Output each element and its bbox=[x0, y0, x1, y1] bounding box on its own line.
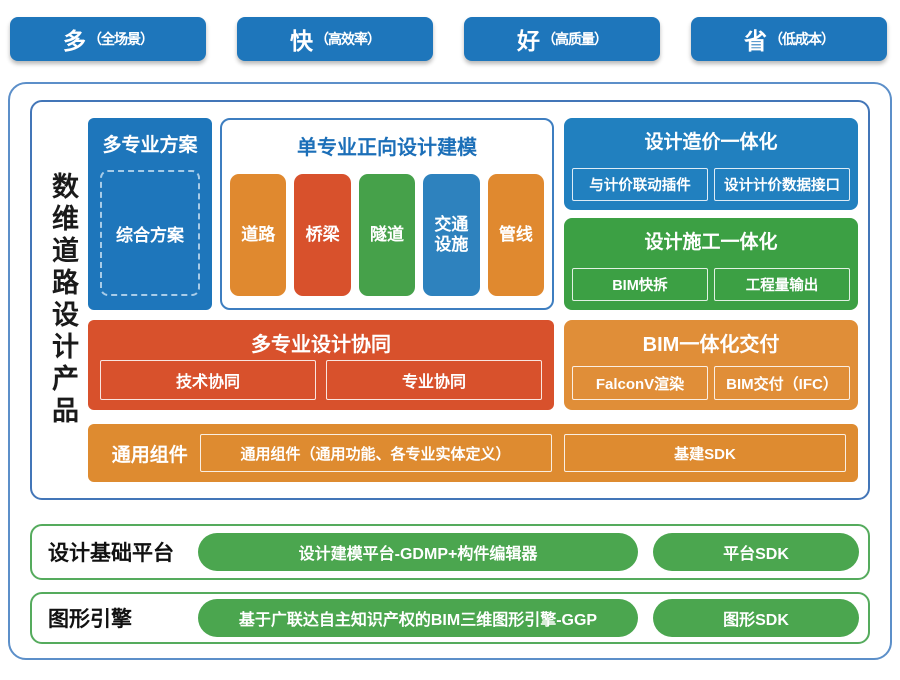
construction-integration-items: BIM快拆 工程量输出 bbox=[572, 268, 850, 301]
collaboration-items: 技术协同 专业协同 bbox=[100, 360, 542, 400]
graphics-sdk-pill: 图形SDK bbox=[653, 599, 859, 637]
badge-main-text: 好 bbox=[517, 28, 540, 54]
discipline-chip-row: 道路 桥梁 隧道 交通设施 管线 bbox=[230, 174, 545, 296]
chip-tunnel: 隧道 bbox=[358, 174, 416, 296]
badge-high-efficiency: 快 （高效率） bbox=[237, 17, 433, 61]
graphics-engine-row: 图形引擎 基于广联达自主知识产权的BIM三维图形引擎-GGP 图形SDK bbox=[30, 592, 870, 644]
graphics-engine-label: 图形引擎 bbox=[48, 608, 132, 631]
badge-sub-text: （全场景） bbox=[88, 31, 154, 47]
cost-integration-box: 设计造价一体化 与计价联动插件 设计计价数据接口 bbox=[564, 118, 858, 210]
badge-low-cost: 省 （低成本） bbox=[691, 17, 887, 61]
discipline-collaboration-item: 专业协同 bbox=[326, 360, 542, 400]
bim-quick-split-item: BIM快拆 bbox=[572, 268, 708, 301]
badge-sub-text: （高质量） bbox=[542, 31, 608, 47]
pricing-plugin-item: 与计价联动插件 bbox=[572, 168, 708, 201]
bim-delivery-box: BIM一体化交付 FalconV渲染 BIM交付（IFC） bbox=[564, 320, 858, 410]
cost-integration-title: 设计造价一体化 bbox=[644, 132, 778, 153]
single-modeling-box: 单专业正向设计建模 道路 桥梁 隧道 交通设施 管线 bbox=[220, 118, 554, 310]
chip-road: 道路 bbox=[230, 174, 287, 296]
bim-delivery-title: BIM一体化交付 bbox=[642, 334, 780, 356]
ggp-engine-pill: 基于广联达自主知识产权的BIM三维图形引擎-GGP bbox=[198, 599, 638, 637]
tech-collaboration-item: 技术协同 bbox=[100, 360, 316, 400]
road-design-product-box: 数维道路设计产品 多专业方案 综合方案 单专业正向设计建模 道路 桥梁 隧道 交… bbox=[30, 100, 870, 500]
construction-integration-box: 设计施工一体化 BIM快拆 工程量输出 bbox=[564, 218, 858, 310]
chip-traffic-facility: 交通设施 bbox=[423, 174, 480, 296]
platform-sdk-pill: 平台SDK bbox=[653, 533, 859, 571]
pricing-data-api-item: 设计计价数据接口 bbox=[714, 168, 850, 201]
badge-main-text: 省 bbox=[744, 28, 767, 54]
construction-integration-title: 设计施工一体化 bbox=[644, 232, 778, 253]
chip-pipeline: 管线 bbox=[487, 174, 545, 296]
comprehensive-scheme-box: 综合方案 bbox=[100, 170, 200, 296]
infrastructure-sdk-item: 基建SDK bbox=[564, 434, 846, 472]
multi-scheme-title: 多专业方案 bbox=[102, 135, 198, 156]
badge-main-text: 快 bbox=[290, 28, 313, 54]
quantity-output-item: 工程量输出 bbox=[714, 268, 850, 301]
falconv-render-item: FalconV渲染 bbox=[572, 366, 708, 400]
collaboration-title: 多专业设计协同 bbox=[251, 334, 391, 356]
top-badge-row: 多 （全场景） 快 （高效率） 好 （高质量） 省 （低成本） bbox=[10, 17, 890, 61]
vertical-product-title: 数维道路设计产品 bbox=[48, 172, 78, 428]
diagram-outer-frame: 数维道路设计产品 多专业方案 综合方案 单专业正向设计建模 道路 桥梁 隧道 交… bbox=[8, 82, 892, 660]
common-components-label: 通用组件 bbox=[111, 444, 188, 466]
common-components-item: 通用组件（通用功能、各专业实体定义） bbox=[199, 434, 552, 472]
bim-delivery-items: FalconV渲染 BIM交付（IFC） bbox=[572, 366, 850, 400]
badge-multi-scenario: 多 （全场景） bbox=[10, 17, 206, 61]
design-platform-label: 设计基础平台 bbox=[48, 542, 174, 565]
badge-sub-text: （高效率） bbox=[315, 31, 381, 47]
bim-ifc-delivery-item: BIM交付（IFC） bbox=[714, 366, 850, 400]
gdmp-platform-pill: 设计建模平台-GDMP+构件编辑器 bbox=[198, 533, 638, 571]
badge-main-text: 多 bbox=[63, 28, 86, 54]
badge-high-quality: 好 （高质量） bbox=[464, 17, 660, 61]
common-components-strip: 通用组件 通用组件（通用功能、各专业实体定义） 基建SDK bbox=[88, 424, 858, 482]
badge-sub-text: （低成本） bbox=[769, 31, 835, 47]
multi-scheme-box: 多专业方案 综合方案 bbox=[88, 118, 212, 310]
single-modeling-title: 单专业正向设计建模 bbox=[297, 137, 477, 159]
design-platform-row: 设计基础平台 设计建模平台-GDMP+构件编辑器 平台SDK bbox=[30, 524, 870, 580]
cost-integration-items: 与计价联动插件 设计计价数据接口 bbox=[572, 168, 850, 201]
chip-bridge: 桥梁 bbox=[294, 174, 351, 296]
collaboration-box: 多专业设计协同 技术协同 专业协同 bbox=[88, 320, 554, 410]
